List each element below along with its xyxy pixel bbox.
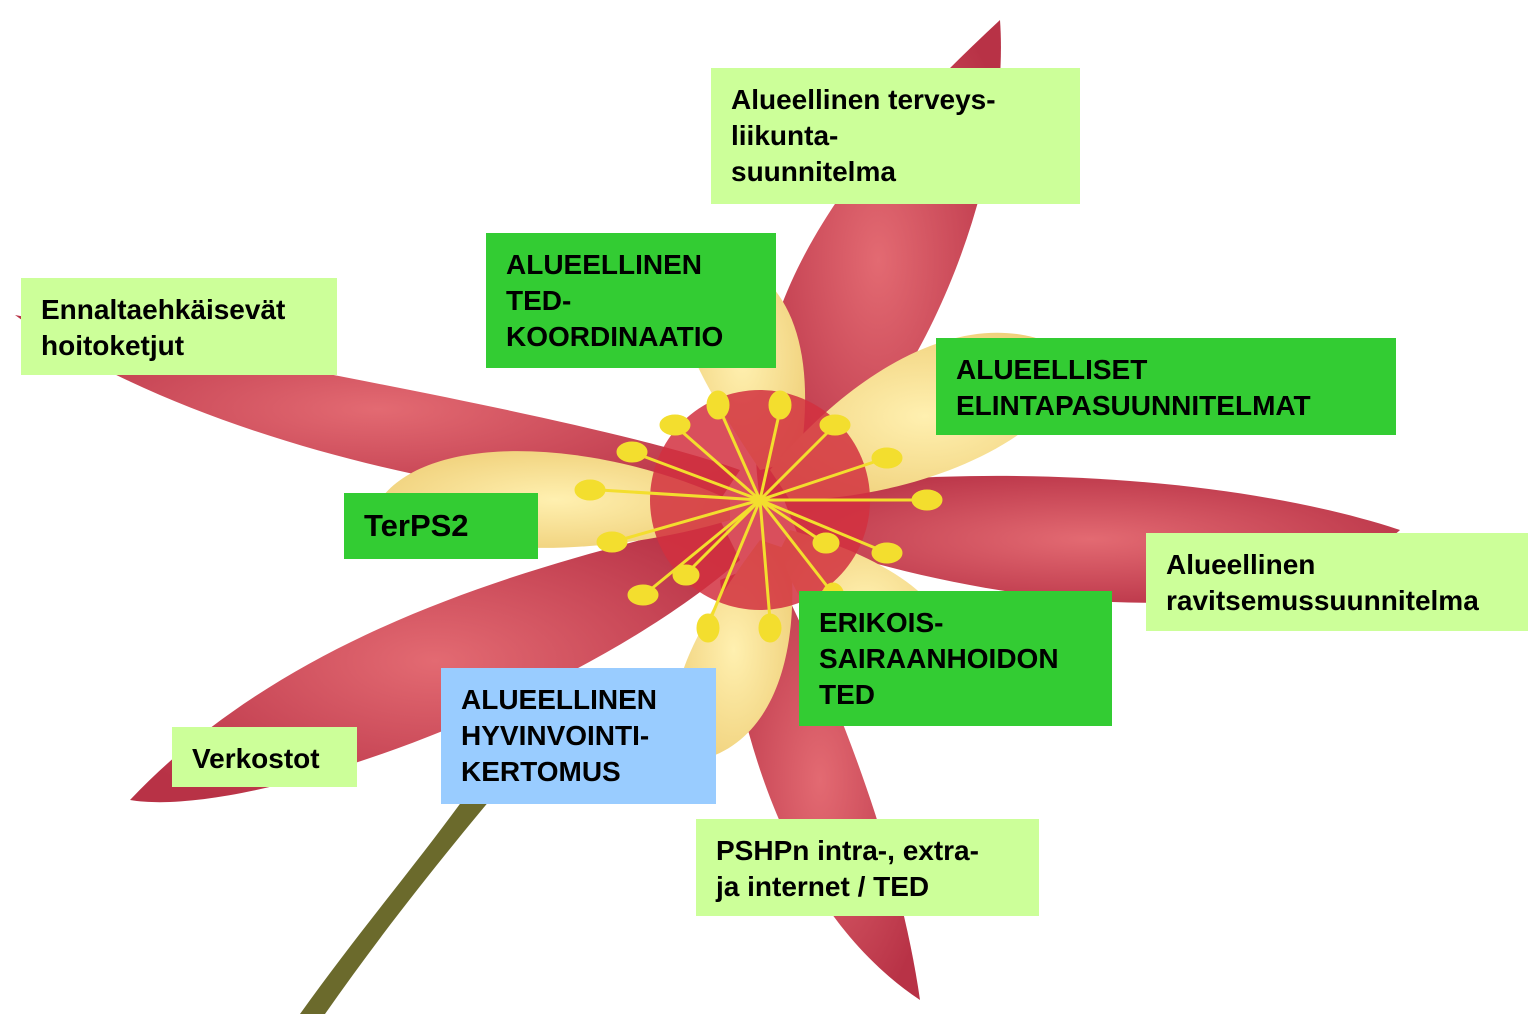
label-hyvinvointikertomus: ALUEELLINEN HYVINVOINTI- KERTOMUS xyxy=(441,668,716,804)
label-pshp: PSHPn intra-, extra- ja internet / TED xyxy=(696,819,1039,916)
label-elintapasuunnitelmat: ALUEELLISET ELINTAPASUUNNITELMAT xyxy=(936,338,1396,435)
label-terps2: TerPS2 xyxy=(344,493,538,559)
label-ravitsemussuunnitelma: Alueellinen ravitsemussuunnitelma xyxy=(1146,533,1528,631)
stem xyxy=(300,790,490,1014)
label-hoitoketjut: Ennaltaehkäisevät hoitoketjut xyxy=(21,278,337,375)
label-terveysliikunta: Alueellinen terveys- liikunta- suunnitel… xyxy=(711,68,1080,204)
label-ted-koordinaatio: ALUEELLINEN TED- KOORDINAATIO xyxy=(486,233,776,368)
label-verkostot: Verkostot xyxy=(172,727,357,787)
label-erikoissairaanhoito: ERIKOIS- SAIRAANHOIDON TED xyxy=(799,591,1112,726)
